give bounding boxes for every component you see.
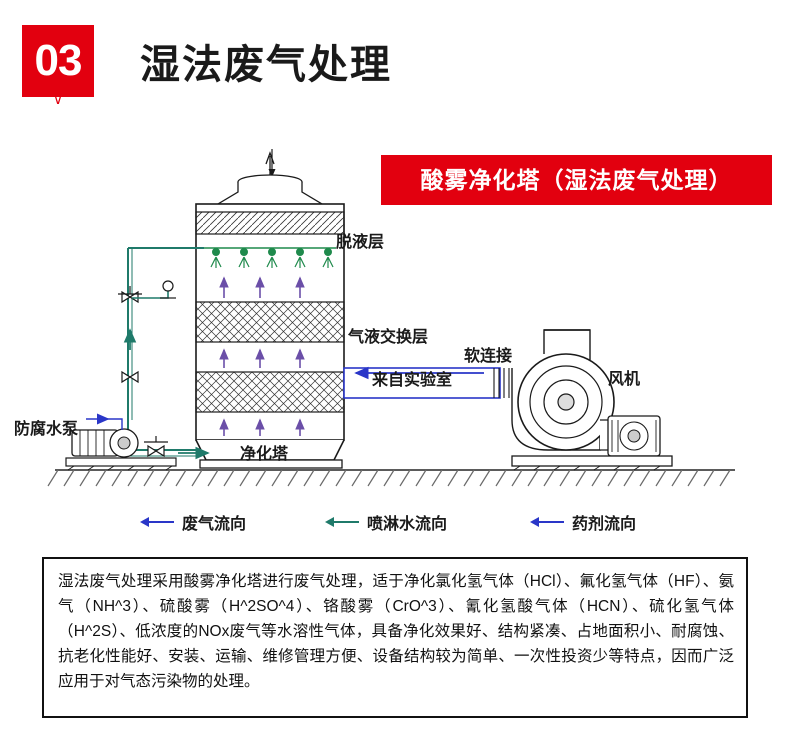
legend-label: 药剂流向 <box>572 516 637 533</box>
description-box: 湿法废气处理采用酸雾净化塔进行废气处理，适于净化氯化氢气体（HCl）、氟化氢气体… <box>42 557 748 718</box>
arrow-left-icon <box>140 516 174 528</box>
process-diagram: 酸雾净化塔（湿法废气处理） 脱液层 气液交换层 软连接 风机 来自实验室 防腐水… <box>0 120 790 545</box>
label-corrosion-pump: 防腐水泵 <box>14 421 79 438</box>
arrow-left-icon <box>325 516 359 528</box>
label-from-lab: 来自实验室 <box>372 372 453 389</box>
description-text: 湿法废气处理采用酸雾净化塔进行废气处理，适于净化氯化氢气体（HCl）、氟化氢气体… <box>58 573 734 690</box>
legend-item-1: 喷淋水流向 <box>325 510 447 534</box>
page-title: 湿法废气处理 <box>140 43 392 87</box>
page-header: 03 ∨ 湿法废气处理 <box>0 0 790 120</box>
legend-label: 喷淋水流向 <box>367 516 448 533</box>
banner-acid-mist-tower: 酸雾净化塔（湿法废气处理） <box>381 155 772 205</box>
label-soft-connection: 软连接 <box>464 348 513 365</box>
diagram-graphics <box>47 149 735 487</box>
diagram-legend: 废气流向 喷淋水流向 药剂流向 <box>0 510 790 544</box>
legend-label: 废气流向 <box>182 516 247 533</box>
legend-item-2: 药剂流向 <box>530 510 636 534</box>
section-number-badge: 03 <box>22 25 94 97</box>
chevron-down-icon: ∨ <box>52 91 64 107</box>
arrow-left-icon <box>530 516 564 528</box>
legend-item-0: 废气流向 <box>140 510 246 534</box>
label-fan: 风机 <box>608 371 641 388</box>
label-exchange-layer: 气液交换层 <box>348 329 429 346</box>
label-demister: 脱液层 <box>336 234 385 251</box>
label-purification-tower: 净化塔 <box>240 446 289 463</box>
